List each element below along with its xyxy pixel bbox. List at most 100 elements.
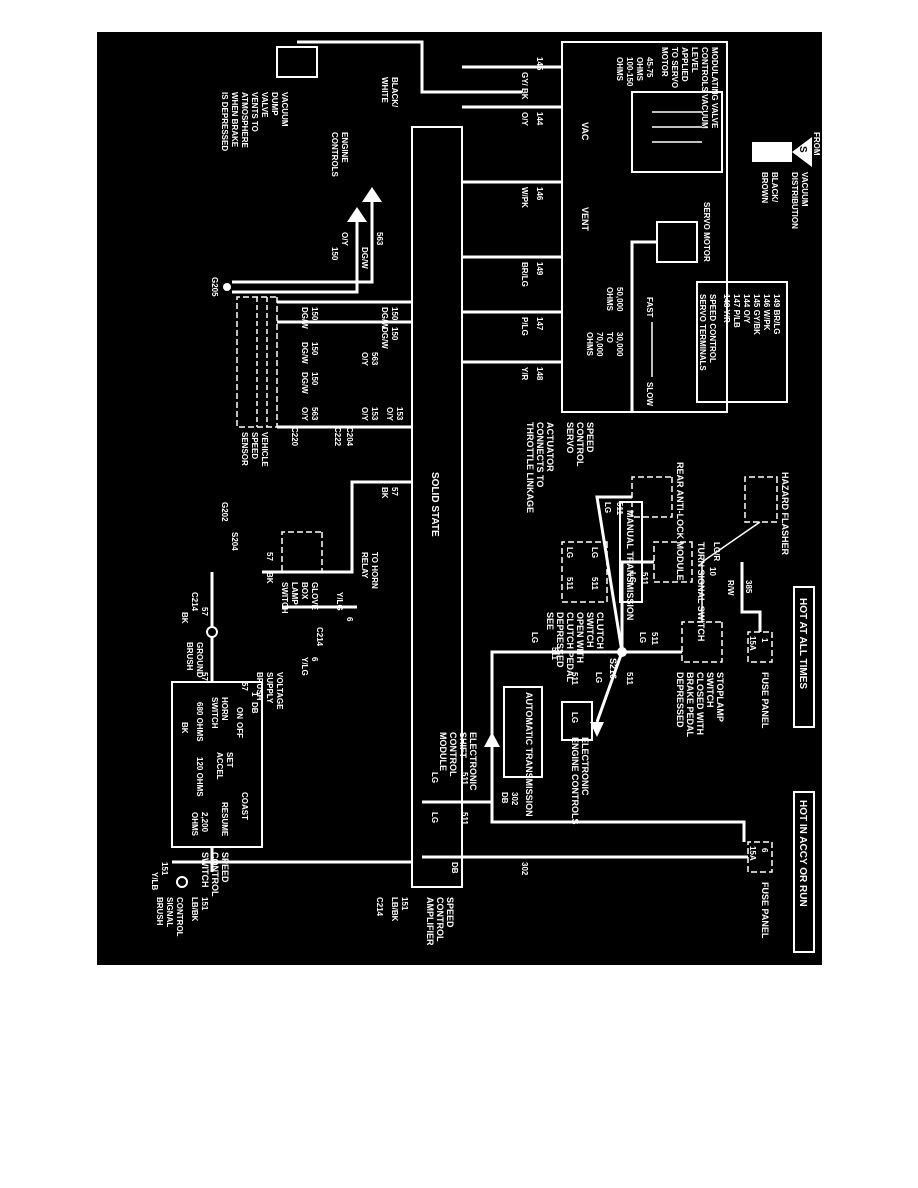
wire-511-abs xyxy=(595,495,632,653)
wire-151-c: 151 xyxy=(400,897,409,911)
wire-1: 1 xyxy=(250,692,259,697)
wire-150-c: 150 xyxy=(390,327,399,341)
servo-motor-label: SERVO MOTOR xyxy=(702,202,711,262)
servo-label-3: SERVO xyxy=(565,422,575,453)
stoplamp-label-3: CLOSED WITH xyxy=(695,672,705,735)
hazard-flasher-label: HAZARD FLASHER xyxy=(780,472,790,555)
modulating-3: LEVEL xyxy=(690,47,699,73)
term-148: 148 Y/R xyxy=(722,294,731,323)
sw-2200-2: OHMS xyxy=(190,812,199,837)
actuator-label-2: CONNECTS TO xyxy=(535,422,545,487)
vss-label-2: SPEED xyxy=(250,432,259,459)
engine-controls-1: ENGINE xyxy=(340,132,349,163)
fuse-6-number: 6 xyxy=(760,848,769,853)
vacuum-dump-7: IS DEPRESSED xyxy=(220,92,229,151)
modulating-coils xyxy=(652,111,702,143)
sw-set: SET xyxy=(225,752,234,768)
wire-57-b: 57 xyxy=(265,552,274,561)
wire-oy-d: O/Y xyxy=(385,407,394,421)
turn-signal-label: TURN SIGNAL SWITCH xyxy=(696,542,706,641)
wire-oy-f: O/Y xyxy=(300,407,309,421)
term-145: 145 GY/BK xyxy=(752,294,761,335)
wire-dgw-a: DG/W xyxy=(360,247,369,269)
glove-box-3: LAMP xyxy=(290,582,299,605)
hazard-flasher-box xyxy=(744,476,778,523)
glove-box-1: GLOVE xyxy=(310,582,319,611)
stoplamp-label-2: SWITCH xyxy=(705,672,715,708)
hot-in-accy-box xyxy=(793,791,815,953)
wire-153-b: 153 xyxy=(370,407,379,421)
servo-actuator-cable xyxy=(630,240,657,412)
wire-511-i: 511 xyxy=(460,772,469,785)
solid-state-label: SOLID STATE xyxy=(429,472,440,537)
wire-gybk: GY/ BK xyxy=(520,72,529,100)
c222-label: C222 xyxy=(333,427,342,447)
term-149: 149 BR/LG xyxy=(772,294,781,334)
manual-transmission-box xyxy=(619,501,643,603)
wire-151-b: 151 xyxy=(200,897,209,911)
wire-db-b: DB xyxy=(450,862,459,874)
vacuum-dump-3: VALVE xyxy=(260,92,269,118)
stoplamp-label-5: DEPRESSED xyxy=(675,672,685,728)
fuse-1-rating: 15A xyxy=(748,636,757,651)
from-vacuum-1: FROM xyxy=(812,132,821,156)
wire-oy-b: O/Y xyxy=(340,232,349,246)
sw-switch: SWITCH xyxy=(210,697,219,729)
automatic-transmission-box xyxy=(503,686,543,778)
wire-lg-h: LG xyxy=(430,812,439,823)
eec-label-1: ELECTRONIC xyxy=(580,737,590,796)
ohms-50000-1: 50,000 xyxy=(615,287,624,312)
fast-label: FAST xyxy=(645,297,654,318)
manual-transmission-label: MANUAL TRANSMISSION xyxy=(625,510,635,620)
slow-label: SLOW xyxy=(645,382,654,406)
s216-label: S216 xyxy=(608,658,618,679)
stoplamp-label-4: BRAKE PEDAL xyxy=(685,672,695,738)
wire-148: 148 xyxy=(535,367,544,381)
clutch-label-5: DEPRESSED xyxy=(555,612,565,668)
sw-120: 120 OHMS xyxy=(195,757,204,797)
wire-151-signal xyxy=(172,847,412,872)
engine-controls-2: CONTROLS xyxy=(330,132,339,178)
c220-label: C220 xyxy=(290,427,299,447)
vacuum-hose-source xyxy=(752,142,792,162)
vacuum-dump-2: DUMP xyxy=(270,92,279,116)
wire-150-engine xyxy=(232,222,359,294)
wire-dgw-e: DG/W xyxy=(300,342,309,364)
servo-terminals-label-2: SERVO TERMINALS xyxy=(698,294,707,371)
wire-bk-b: BK xyxy=(265,572,274,584)
amp-label-2: CONTROL xyxy=(435,897,445,942)
wire-lg-e: LG xyxy=(590,547,599,558)
speed-control-amplifier xyxy=(411,126,463,888)
ohms-30000-4: OHMS xyxy=(585,332,594,357)
voltage-supply-2: SUPPLY xyxy=(265,672,274,704)
wire-wpk: W/PK xyxy=(520,187,529,208)
vacuum-dump-1: VACUUM xyxy=(280,92,289,127)
wire-yr: Y/R xyxy=(520,367,529,381)
rear-anti-lock-box xyxy=(631,476,673,518)
ohms-word-2: OHMS xyxy=(615,57,624,82)
vacuum-dump-5: ATMOSPHERE xyxy=(240,92,249,149)
wire-511-amp xyxy=(422,650,622,804)
black-brown-2: BROWN xyxy=(760,172,769,203)
fuse-panel-2-label: FUSE PANEL xyxy=(760,882,770,939)
wire-lg-i: LG xyxy=(430,772,439,783)
vss-label-1: VEHICLE xyxy=(260,432,269,467)
wire-57-d: 57 xyxy=(200,672,209,681)
wire-563-a: 563 xyxy=(375,232,384,246)
fuse-1-number: 1 xyxy=(760,638,769,643)
ground-brush-2: BRUSH xyxy=(185,642,194,671)
modulating-2: CONTROLS VACUUM xyxy=(700,47,709,129)
actuator-label-1: ACTUATOR xyxy=(545,422,555,472)
sw-off: OFF xyxy=(235,722,244,738)
clutch-label-3: OPEN WITH xyxy=(575,612,585,663)
wire-oy-e: O/Y xyxy=(360,407,369,421)
speed-control-switch-box xyxy=(171,681,263,848)
wire-57-a: 57 xyxy=(390,487,399,496)
c214-a: C214 xyxy=(315,627,324,647)
wire-511-j: 511 xyxy=(550,647,559,660)
sw-accel: ACCEL xyxy=(215,752,224,780)
wire-57-e: 57 xyxy=(240,682,249,691)
clutch-label-2: SWITCH xyxy=(585,612,595,648)
wire-146: 146 xyxy=(535,187,544,201)
hot-at-all-times-box xyxy=(793,586,815,728)
